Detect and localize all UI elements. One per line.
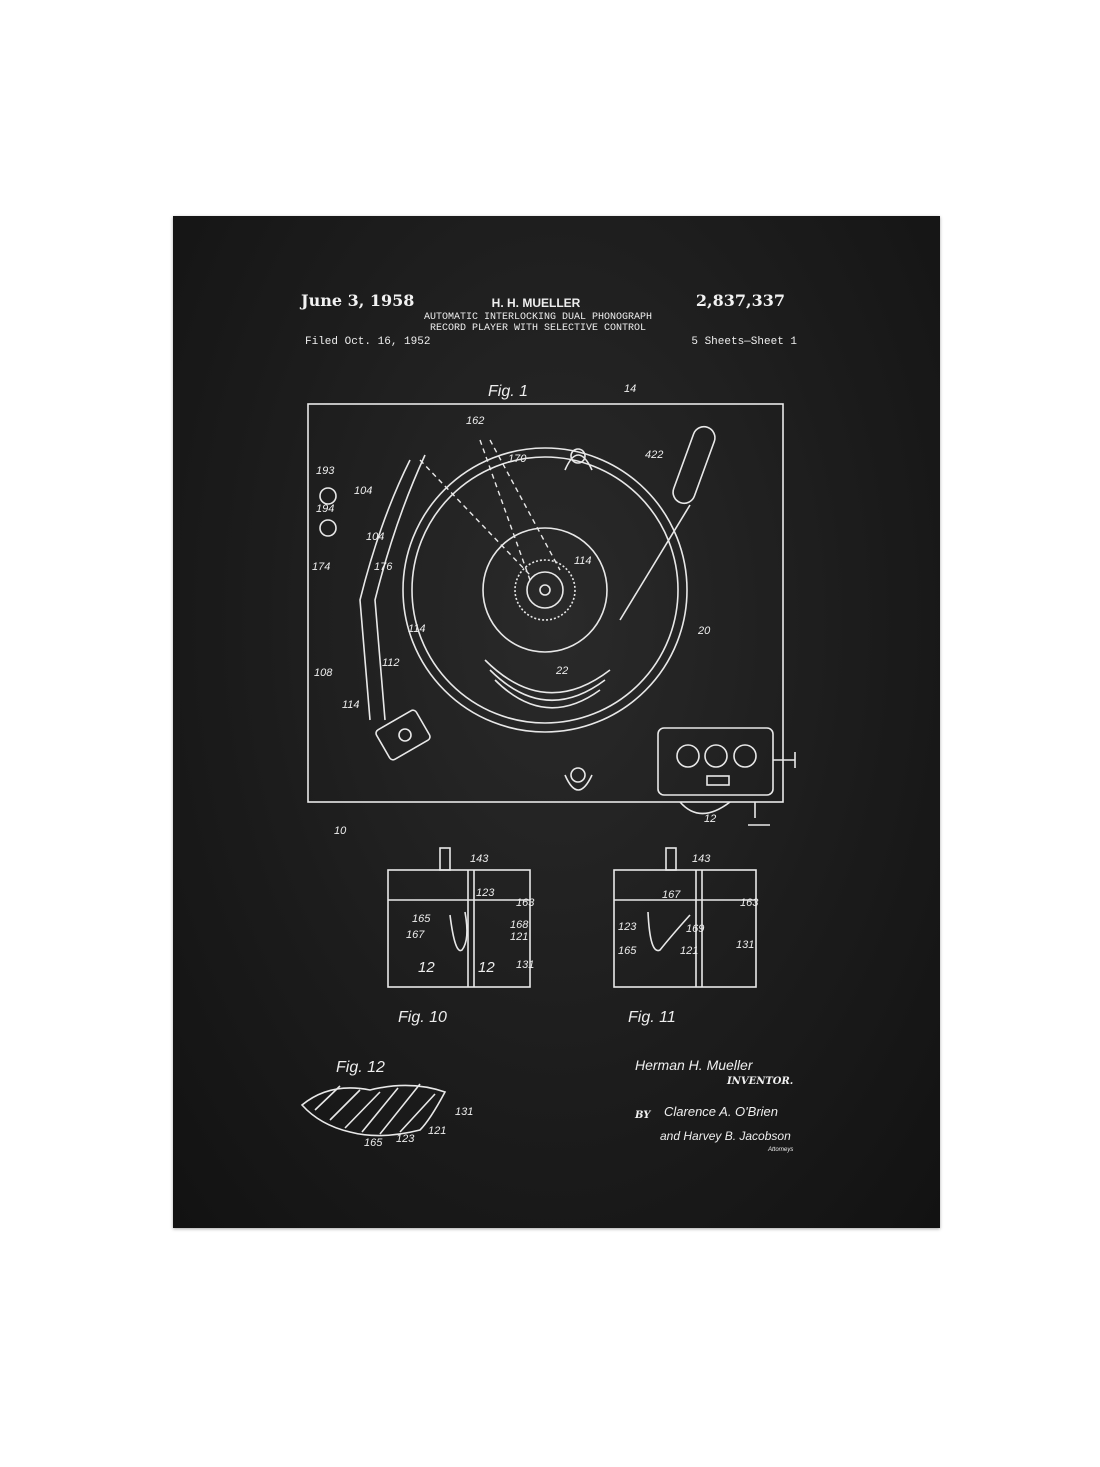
attorney-signature-1: Clarence A. O'Brien — [664, 1104, 778, 1119]
title-line-2: RECORD PLAYER WITH SELECTIVE CONTROL — [430, 323, 646, 334]
fig12-drawing — [300, 1083, 447, 1137]
reference-numeral: 12 — [478, 959, 495, 976]
reference-numeral: 163 — [516, 897, 535, 909]
fig10-reference-numerals: 143 123 163 165 168 167 121 12 12 131 — [406, 853, 535, 976]
reference-numeral: 131 — [516, 959, 534, 971]
reference-numeral: 20 — [697, 625, 711, 637]
fig10-drawing — [387, 847, 531, 988]
reference-numeral: 12 — [704, 813, 716, 825]
fig12-caption: Fig. 12 — [336, 1059, 385, 1076]
reference-numeral: 131 — [736, 939, 754, 951]
sheet-count: 5 Sheets—Sheet 1 — [691, 336, 797, 348]
reference-numeral: 165 — [412, 913, 431, 925]
fig11-caption: Fig. 11 — [628, 1009, 676, 1026]
filed-date: Filed Oct. 16, 1952 — [305, 336, 430, 348]
reference-numeral: 143 — [470, 853, 489, 865]
fig1-reference-numerals: 14 162 170 422 193 194 104 104 174 176 1… — [312, 383, 716, 837]
inventor-role: INVENTOR. — [726, 1076, 793, 1087]
reference-numeral: 114 — [342, 699, 360, 711]
reference-numeral: 165 — [364, 1137, 383, 1149]
turntable-figure — [307, 403, 796, 826]
attorney-signature-2: and Harvey B. Jacobson — [660, 1129, 791, 1143]
reference-numeral: 14 — [624, 383, 636, 395]
reference-numeral: 121 — [428, 1125, 446, 1137]
patent-number: 2,837,337 — [696, 291, 785, 310]
by-label: BY — [634, 1110, 651, 1121]
reference-numeral: 165 — [618, 945, 637, 957]
fig1-caption: Fig. 1 — [488, 383, 528, 400]
reference-numeral: 121 — [510, 931, 528, 943]
reference-numeral: 143 — [692, 853, 711, 865]
reference-numeral: 114 — [408, 623, 426, 635]
reference-numeral: 176 — [374, 561, 393, 573]
reference-numeral: 194 — [316, 503, 334, 515]
fig10-caption: Fig. 10 — [398, 1009, 447, 1026]
inventor-short: H. H. MUELLER — [492, 296, 581, 310]
reference-numeral: 104 — [366, 531, 384, 543]
patent-drawing: June 3, 1958 H. H. MUELLER AUTOMATIC INT… — [299, 291, 797, 1153]
reference-numeral: 168 — [510, 919, 529, 931]
patent-poster: June 3, 1958 H. H. MUELLER AUTOMATIC INT… — [173, 216, 940, 1228]
patent-date: June 3, 1958 — [299, 291, 414, 310]
reference-numeral: 22 — [555, 665, 568, 677]
reference-numeral: 10 — [334, 825, 347, 837]
fig12-reference-numerals: 131 121 165 123 — [364, 1106, 473, 1149]
reference-numeral: 121 — [680, 945, 698, 957]
inventor-name: Herman H. Mueller — [635, 1057, 754, 1073]
reference-numeral: 114 — [574, 555, 592, 567]
reference-numeral: 422 — [645, 449, 663, 461]
reference-numeral: 163 — [740, 897, 759, 909]
title-line-1: AUTOMATIC INTERLOCKING DUAL PHONOGRAPH — [424, 312, 652, 323]
reference-numeral: 108 — [314, 667, 333, 679]
reference-numeral: 123 — [618, 921, 637, 933]
reference-numeral: 112 — [382, 657, 400, 669]
reference-numeral: 170 — [508, 453, 527, 465]
reference-numeral: 193 — [316, 465, 335, 477]
reference-numeral: 131 — [455, 1106, 473, 1118]
reference-numeral: 167 — [662, 889, 681, 901]
reference-numeral: 169 — [686, 923, 704, 935]
reference-numeral: 167 — [406, 929, 425, 941]
reference-numeral: 123 — [396, 1133, 415, 1145]
reference-numeral: 123 — [476, 887, 495, 899]
reference-numeral: 12 — [418, 959, 435, 976]
fig11-reference-numerals: 143 167 163 123 169 165 121 131 — [618, 853, 759, 957]
reference-numeral: 162 — [466, 415, 484, 427]
fig11-drawing — [613, 847, 757, 988]
attorney-role: Attorneys — [767, 1147, 793, 1153]
reference-numeral: 174 — [312, 561, 330, 573]
reference-numeral: 104 — [354, 485, 372, 497]
